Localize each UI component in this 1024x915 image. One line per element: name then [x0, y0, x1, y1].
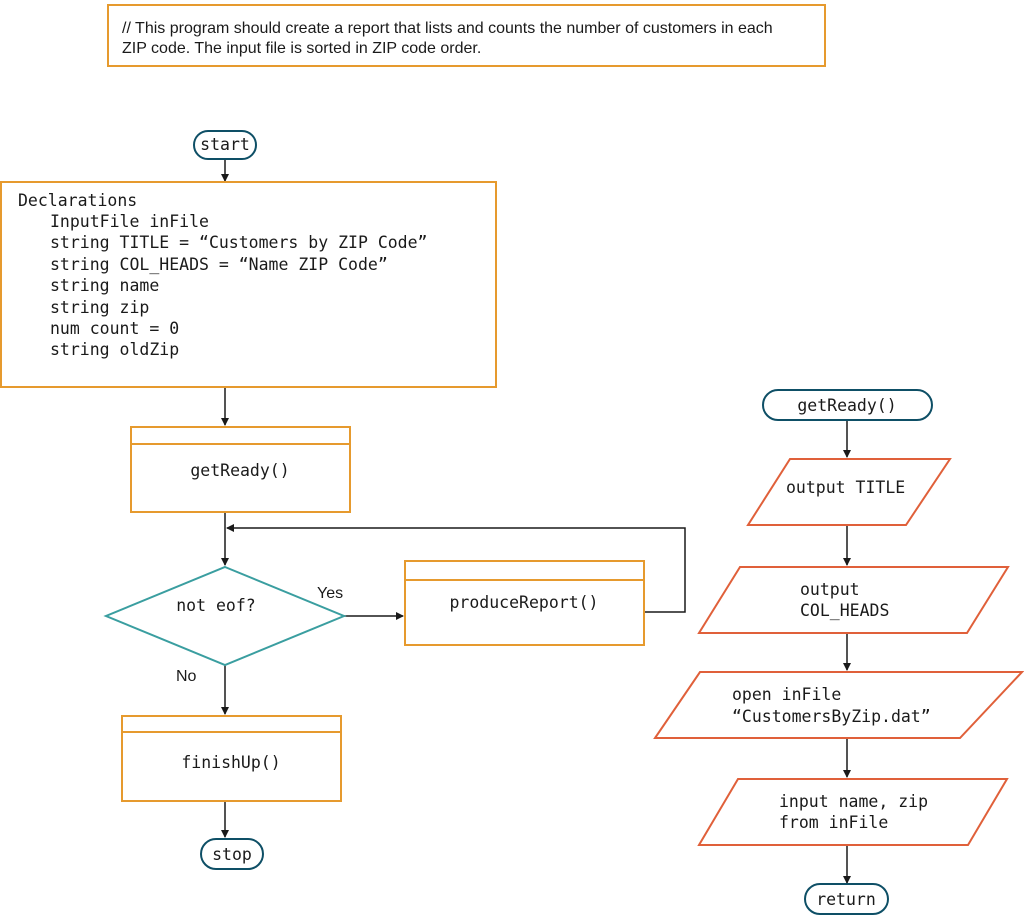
- start-label: start: [200, 135, 250, 154]
- declaration-line: string TITLE = “Customers by ZIP Code”: [50, 233, 428, 252]
- getready-header-terminal: getReady(): [762, 389, 933, 421]
- return-terminal: return: [804, 883, 889, 915]
- open-infile-line-2: “CustomersByZip.dat”: [732, 707, 931, 726]
- input-name-zip-line-2: from inFile: [779, 813, 888, 832]
- no-label: No: [176, 668, 197, 685]
- producereport-module-call: produceReport(): [404, 560, 645, 646]
- connector-loop-back: [226, 524, 686, 613]
- comment-line-2: ZIP code. The input file is sorted in ZI…: [122, 40, 481, 57]
- getready-call-label: getReady(): [190, 461, 289, 480]
- input-name-zip-io: input name, zip from inFile: [697, 778, 1009, 846]
- open-infile-line-1: open inFile: [732, 685, 841, 704]
- declaration-line: string name: [50, 276, 159, 295]
- output-colheads-line-1: output: [800, 580, 860, 599]
- producereport-call-label: produceReport(): [449, 593, 598, 612]
- main-connectors: [221, 159, 686, 838]
- comment-line-1: // This program should create a report t…: [122, 20, 773, 37]
- start-terminal: start: [193, 130, 257, 160]
- output-title-label: output TITLE: [786, 478, 905, 497]
- declaration-line: string zip: [50, 298, 149, 317]
- return-label: return: [816, 890, 876, 909]
- getready-module-call: getReady(): [130, 426, 351, 513]
- declaration-line: InputFile inFile: [50, 212, 209, 231]
- finishup-call-label: finishUp(): [181, 753, 280, 772]
- stop-terminal: stop: [200, 838, 264, 870]
- declaration-line: num count = 0: [50, 319, 179, 338]
- comment-box: // This program should create a report t…: [107, 4, 826, 67]
- declarations-title: Declarations: [18, 191, 137, 210]
- eof-decision: not eof?: [103, 565, 347, 667]
- output-title-io: output TITLE: [746, 458, 952, 526]
- declaration-line: string oldZip: [50, 340, 179, 359]
- declarations-box: Declarations InputFile inFile string TIT…: [0, 181, 497, 388]
- output-colheads-io: output COL_HEADS: [697, 566, 1010, 634]
- finishup-module-call: finishUp(): [121, 715, 342, 802]
- open-infile-io: open inFile “CustomersByZip.dat”: [653, 671, 1024, 739]
- output-colheads-line-2: COL_HEADS: [800, 601, 889, 620]
- declaration-line: string COL_HEADS = “Name ZIP Code”: [50, 255, 388, 274]
- input-name-zip-line-1: input name, zip: [779, 792, 928, 811]
- getready-header-label: getReady(): [797, 396, 896, 415]
- yes-label: Yes: [317, 585, 343, 602]
- decision-label: not eof?: [176, 596, 255, 615]
- stop-label: stop: [212, 845, 252, 864]
